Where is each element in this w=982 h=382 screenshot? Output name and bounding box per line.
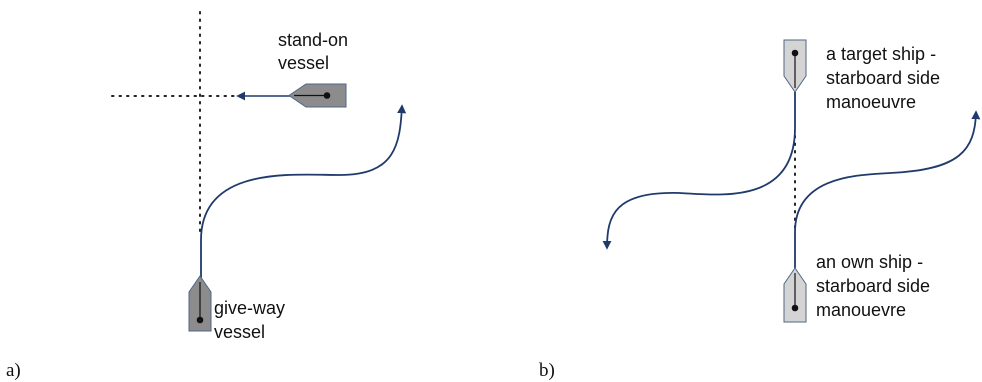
own-ship-label-line-2: starboard side <box>816 276 930 296</box>
own-ship-track <box>794 110 981 268</box>
target-ship-label-line-1: a target ship - <box>826 44 936 64</box>
own-ship-center <box>791 304 799 312</box>
stand-on-label-line-2: vessel <box>278 53 329 73</box>
give-way-label-line-1: give-way <box>214 298 285 318</box>
give-way-label: give-way vessel <box>214 298 290 342</box>
give-way-vessel-center <box>196 316 204 324</box>
panel-b-label: b) <box>539 360 555 381</box>
target-ship-center <box>791 49 799 57</box>
target-ship-label: a target ship - starboard side manoeuvre <box>826 44 945 112</box>
give-way-track <box>200 104 407 278</box>
panel-b: a target ship - starboard side manoeuvre… <box>539 39 981 381</box>
own-ship-label-line-3: manouevre <box>816 300 906 320</box>
panel-a: stand-on vessel give-way vessel a) <box>6 11 407 381</box>
stand-on-label: stand-on vessel <box>278 30 353 73</box>
stand-on-label-line-1: stand-on <box>278 30 348 50</box>
own-ship-label-line-1: an own ship - <box>816 252 923 272</box>
give-way-label-line-2: vessel <box>214 322 265 342</box>
target-ship-label-line-2: starboard side <box>826 68 940 88</box>
target-ship-track <box>602 92 796 250</box>
target-ship-label-line-3: manoeuvre <box>826 92 916 112</box>
stand-on-vessel-center <box>323 92 331 99</box>
panel-a-label: a) <box>6 360 21 381</box>
own-ship-label: an own ship - starboard side manouevre <box>816 252 935 320</box>
